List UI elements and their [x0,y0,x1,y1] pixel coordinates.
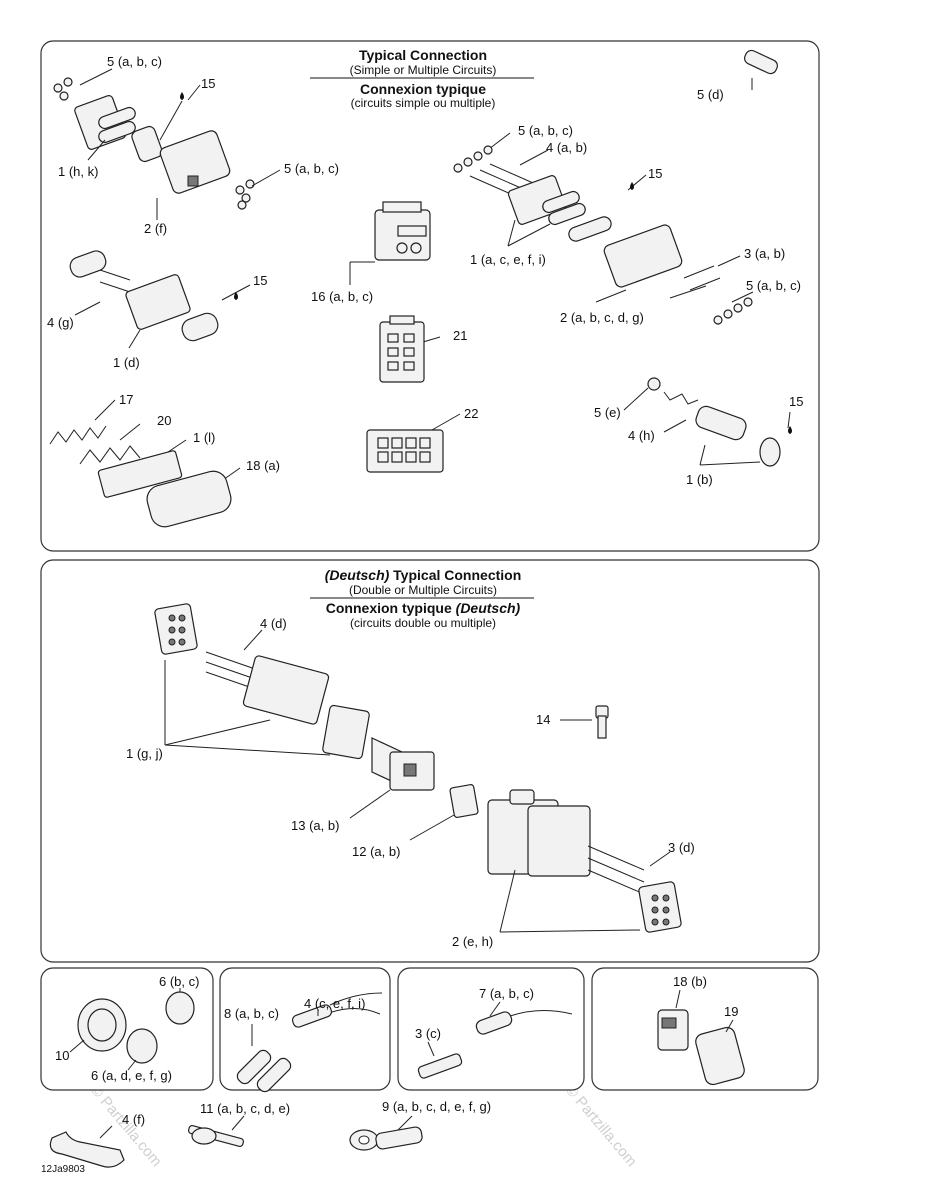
panel-title-fr: Connexion typique [326,600,452,616]
label: 22 [464,406,478,421]
label: 4 (a, b) [546,140,587,155]
svg-text:Connexion typique: Connexion typique (Deutsch) [326,600,521,616]
connector-group-hk [53,77,255,210]
connector-group-d [69,250,238,342]
label: 20 [157,413,171,428]
deutsch-receptacle-group [449,784,682,933]
panel-title-fr: Connexion typique [360,81,486,97]
label: 6 (b, c) [159,974,199,989]
label: 9 (a, b, c, d, e, f, g) [382,1099,491,1114]
label: 5 (a, b, c) [284,161,339,176]
panel-mid-header: (Deutsch) Typical Connection (Double or … [310,567,534,630]
label: 2 (a, b, c, d, g) [560,310,644,325]
label: 5 (e) [594,405,621,420]
label: 4 (g) [47,315,74,330]
labels-mid: 4 (d) 1 (g, j) 14 13 (a, b) 12 (a, b) 3 … [126,616,695,949]
part-22 [366,429,444,473]
part-21 [379,315,425,383]
label: 8 (a, b, c) [224,1006,279,1021]
label: 16 (a, b, c) [311,289,373,304]
label: 10 [55,1048,69,1063]
label: 1 (d) [113,355,140,370]
label: 2 (e, h) [452,934,493,949]
label: 15 [789,394,803,409]
panel-title-fr-italic: (Deutsch) [456,600,521,616]
label: 1 (l) [193,430,215,445]
part-14 [595,705,609,739]
label: 3 (c) [415,1026,441,1041]
panel-top [40,40,820,552]
label: 5 (a, b, c) [107,54,162,69]
part-5d [744,49,778,75]
label: 1 (h, k) [58,164,98,179]
connector-group-l [49,425,232,528]
panel-title: Typical Connection [393,567,521,583]
label: 17 [119,392,133,407]
panel-bottom-1-parts: 6 (b, c) 10 6 (a, d, e, f, g) [55,974,199,1083]
label: 15 [253,273,267,288]
panel-subtitle: (Simple or Multiple Circuits) [350,63,497,77]
label: 18 (b) [673,974,707,989]
label: 1 (b) [686,472,713,487]
deutsch-plug-group [154,603,435,791]
panel-bottom-3-parts: 7 (a, b, c) 3 (c) [415,986,573,1079]
label: 2 (f) [144,221,167,236]
panel-title: Typical Connection [359,47,487,63]
label: 14 [536,712,550,727]
panel-bottom-4 [591,967,819,1091]
svg-text:(Deutsch) Typica: (Deutsch) Typical Connection [325,567,522,583]
label: 15 [201,76,215,91]
panel-subtitle-fr: (circuits simple ou multiple) [351,96,496,110]
label: 19 [724,1004,738,1019]
label: 5 (a, b, c) [746,278,801,293]
panel-bottom-2-parts: 4 (c, e, f, i) 8 (a, b, c) [224,992,383,1093]
panel-bottom-4-parts: 18 (b) 19 [657,974,745,1086]
watermark-faint: © Partzilla.com [562,1082,640,1170]
panel-subtitle: (Double or Multiple Circuits) [349,583,497,597]
panel-top-header: Typical Connection (Simple or Multiple C… [310,47,534,110]
panel-title-italic: (Deutsch) [325,567,390,583]
label: 1 (a, c, e, f, i) [470,252,546,267]
part-16 [374,201,431,261]
label: 4 (h) [628,428,655,443]
connector-group-b [647,377,792,467]
label: 4 (d) [260,616,287,631]
leader-lines-mid [164,629,671,933]
drawing-code: 12Ja9803 [41,1164,85,1175]
label: 1 (g, j) [126,746,163,761]
label: 3 (a, b) [744,246,785,261]
label: 5 (a, b, c) [518,123,573,138]
label: 6 (a, d, e, f, g) [91,1068,172,1083]
loose-parts: 4 (f) 11 (a, b, c, d, e) 9 (a, b, c, d, … [49,1099,491,1168]
label: 18 (a) [246,458,280,473]
labels-top: 5 (a, b, c) 15 1 (h, k) 2 (f) 5 (a, b, c… [47,54,803,487]
label: 5 (d) [697,87,724,102]
label: 4 (c, e, f, i) [304,996,365,1011]
panel-subtitle-fr: (circuits double ou multiple) [350,616,496,630]
label: 12 (a, b) [352,844,400,859]
label: 21 [453,328,467,343]
label: 7 (a, b, c) [479,986,534,1001]
connector-group-acefi [453,145,753,325]
label: 15 [648,166,662,181]
label: 4 (f) [122,1112,145,1127]
label: 11 (a, b, c, d, e) [200,1101,290,1116]
label: 3 (d) [668,840,695,855]
label: 13 (a, b) [291,818,339,833]
